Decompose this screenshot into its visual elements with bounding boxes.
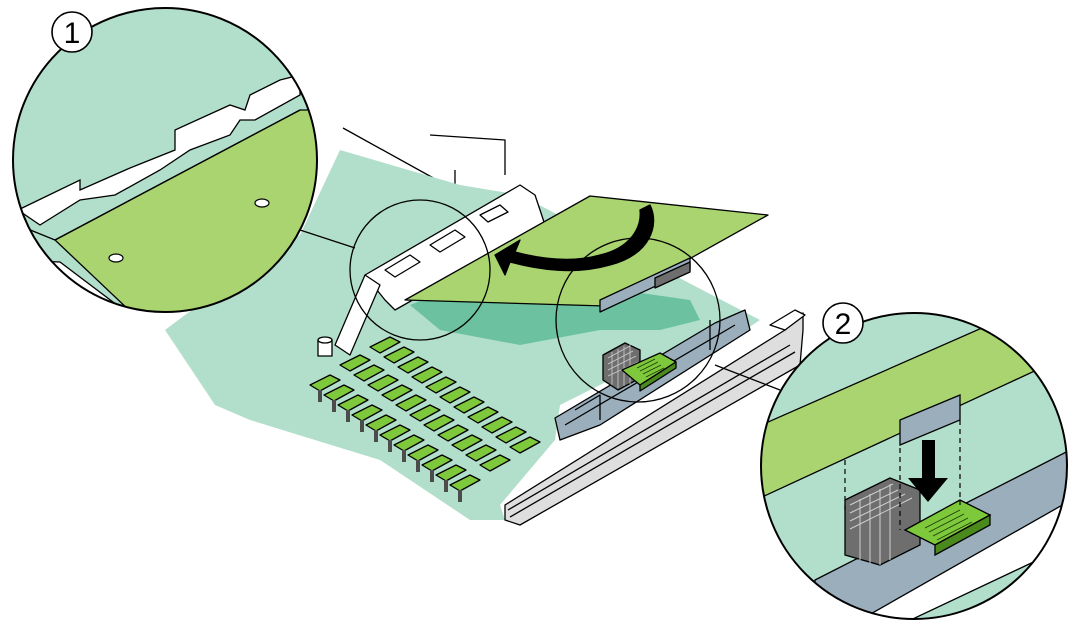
callout-2-label: 2 [835, 308, 852, 341]
memory-sockets [309, 336, 541, 492]
magnifier-ring-1 [349, 199, 491, 341]
detail-1-border [12, 7, 318, 313]
detail-view-2 [760, 312, 1068, 620]
add-in-card [404, 195, 769, 313]
callout-2: 2 [822, 302, 864, 344]
main-assembly [165, 127, 806, 526]
down-arrow-icon [908, 440, 948, 502]
magnifier-ring-2 [555, 237, 721, 403]
standoff-screw [317, 336, 333, 357]
curved-arrow-icon [494, 204, 655, 276]
plug-connector [621, 352, 677, 392]
callout-1-label: 1 [64, 17, 81, 50]
memory-socket-edges [318, 390, 462, 502]
baseboard [165, 150, 760, 520]
detail-2-border [760, 312, 1068, 620]
leader-lines [299, 229, 781, 391]
side-rail [504, 309, 806, 526]
callout-1: 1 [51, 11, 93, 53]
